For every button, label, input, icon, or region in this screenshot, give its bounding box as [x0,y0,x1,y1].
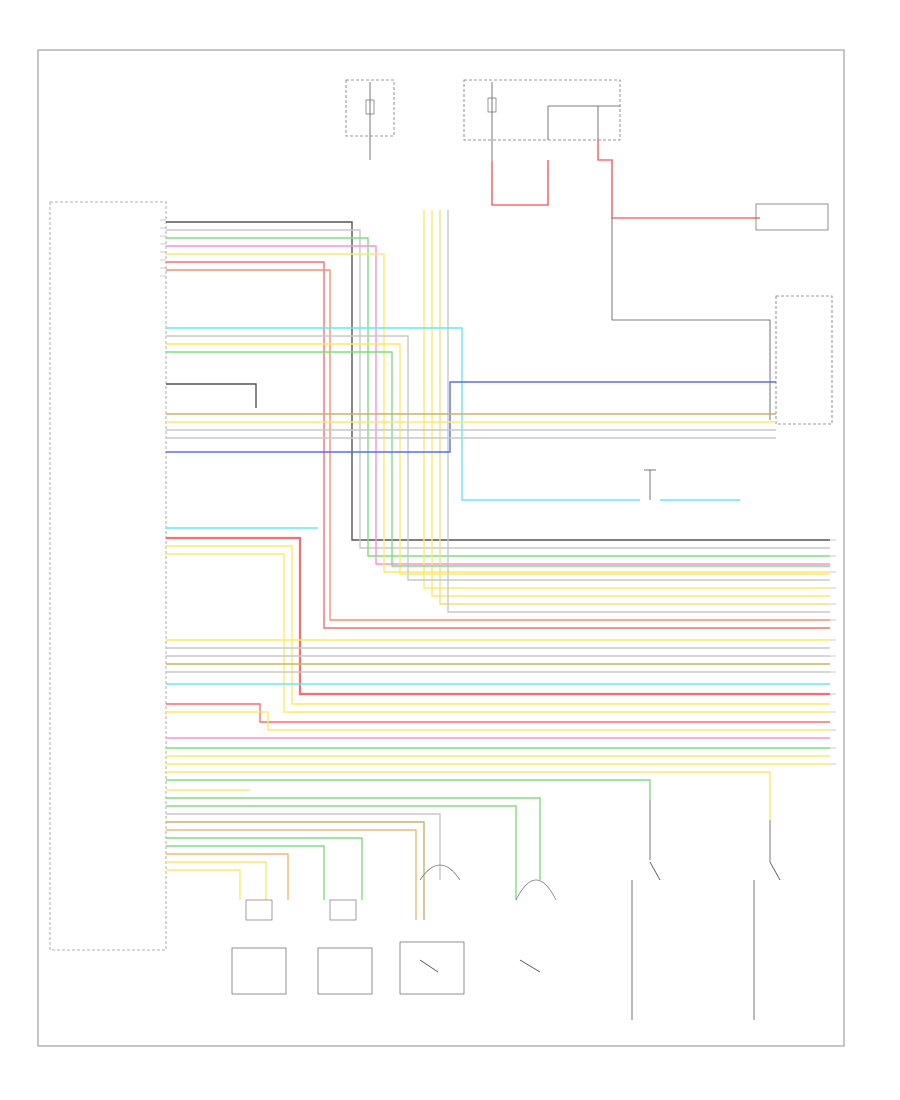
occupant-classification-module [775,295,833,425]
driver-seat-belt-pretensioner [317,899,373,995]
rcm-pin-stubs [160,219,166,277]
passenger-seat-belt-buckle [399,864,465,995]
sensor-icon [245,899,273,921]
central-junction-box [345,79,395,160]
battery-junction-box [463,79,621,162]
occupant-blue-wire [166,381,776,453]
diagram-border [37,49,845,1047]
ground-icon [644,469,656,500]
sensor-icon [329,899,357,921]
switch-icon [649,861,661,881]
passenger-seat-belt-pretensioner [231,899,287,995]
switch-icon [419,959,439,973]
lower-wire-bundle [166,527,830,765]
bottom-wire-group [166,771,771,920]
driver-door-switch [753,820,781,1020]
switch-icon [519,959,541,973]
fuse-icon [487,97,497,113]
passenger-door-switch [631,800,661,1020]
switch-icon [769,861,781,881]
middle-wire-group [166,327,830,581]
upper-wire-bundle [166,221,830,629]
harness-yellow-verticals [423,210,830,613]
power-feed-wire [491,160,549,206]
power-feed-wire [597,140,760,219]
driver-seat-belt-buckle [515,879,557,973]
ground-wire [611,218,771,420]
dual-automatic-temp-module [755,203,829,231]
fuse-icon [365,99,375,115]
right-connector-stubs [830,539,836,765]
restraints-control-module [49,201,167,951]
